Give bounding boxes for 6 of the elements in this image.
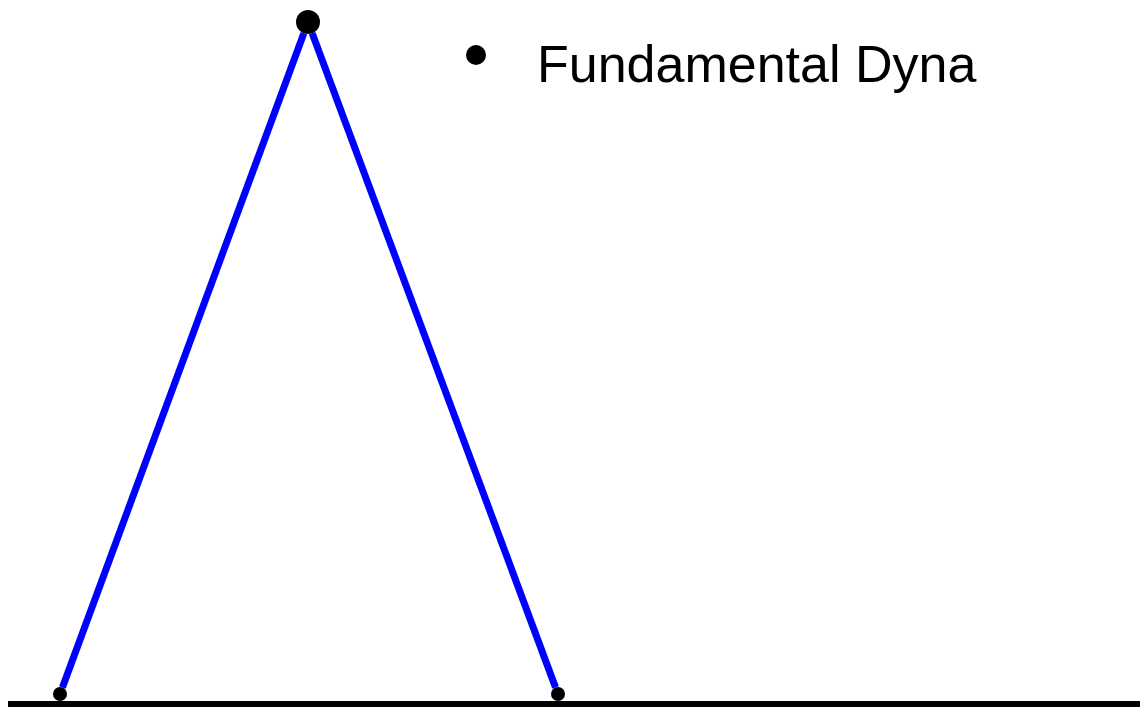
joint-dot <box>53 687 67 701</box>
joint-dot <box>551 687 565 701</box>
bullet-text: Fundamental Dyna <box>537 36 977 94</box>
leg-line <box>59 32 308 689</box>
leg-line <box>308 32 559 689</box>
joint-dot <box>296 10 320 34</box>
